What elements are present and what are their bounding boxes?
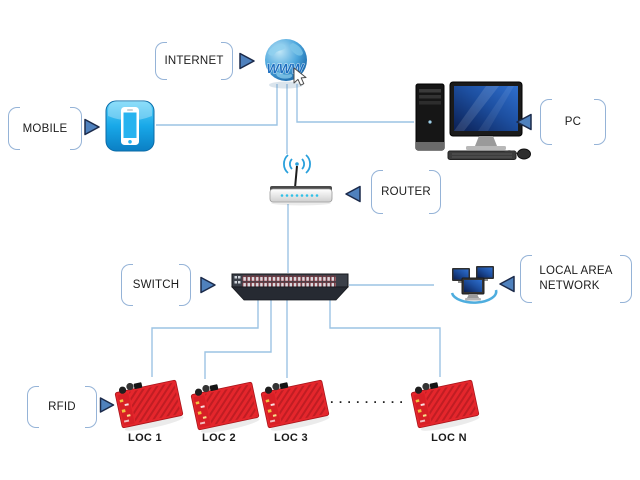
- internet-arrow-icon: [239, 52, 255, 70]
- loc-n-label: LOC N: [431, 432, 467, 444]
- pc-label: PC: [540, 99, 606, 145]
- pc-label-text: PC: [564, 116, 582, 128]
- smartphone-icon: [105, 100, 155, 152]
- switch-label: SWITCH: [121, 264, 191, 306]
- mobile-label-text: MOBILE: [22, 122, 68, 135]
- router-arrow-icon: [345, 185, 361, 203]
- loc-1-label: LOC 1: [128, 432, 162, 444]
- rfid-reader-icon-n: [406, 374, 484, 432]
- mobile-arrow-icon: [84, 118, 100, 136]
- rfid-reader-icon-1: [110, 374, 188, 432]
- switch-label-text: SWITCH: [132, 279, 180, 291]
- globe-www-icon: WWW: [265, 39, 307, 89]
- loc-2-label: LOC 2: [202, 432, 236, 444]
- rfid-label: RFID: [27, 386, 97, 428]
- router-label: ROUTER: [371, 170, 441, 214]
- internet-label: INTERNET: [155, 42, 233, 80]
- rfid-reader-icon-2: [186, 376, 264, 434]
- desktop-computer-icon: [415, 81, 531, 160]
- switch-arrow-icon: [200, 276, 216, 294]
- internet-label-text: INTERNET: [164, 55, 224, 67]
- lan-label: LOCAL AREA NETWORK: [520, 255, 632, 303]
- hand-cursor-icon: [293, 67, 307, 86]
- rfid-label-text: RFID: [48, 401, 76, 413]
- network-switch-icon: [231, 273, 349, 301]
- wifi-signal-icon: [283, 154, 311, 174]
- loc-3-label: LOC 3: [274, 432, 308, 444]
- rfid-arrow-icon: [99, 397, 115, 413]
- computer-network-icon: [450, 266, 498, 304]
- ellipsis-dots: . . . . . . . . .: [330, 392, 404, 406]
- lan-label-line2: NETWORK: [539, 280, 600, 292]
- wireless-router-icon: [269, 154, 333, 206]
- lan-arrow-icon: [499, 275, 515, 293]
- rfid-reader-icon-3: [256, 374, 334, 432]
- lan-label-line1: LOCAL AREA: [539, 265, 613, 278]
- mobile-label: MOBILE: [8, 107, 82, 150]
- pc-arrow-icon: [516, 113, 532, 131]
- router-label-text: ROUTER: [381, 186, 431, 198]
